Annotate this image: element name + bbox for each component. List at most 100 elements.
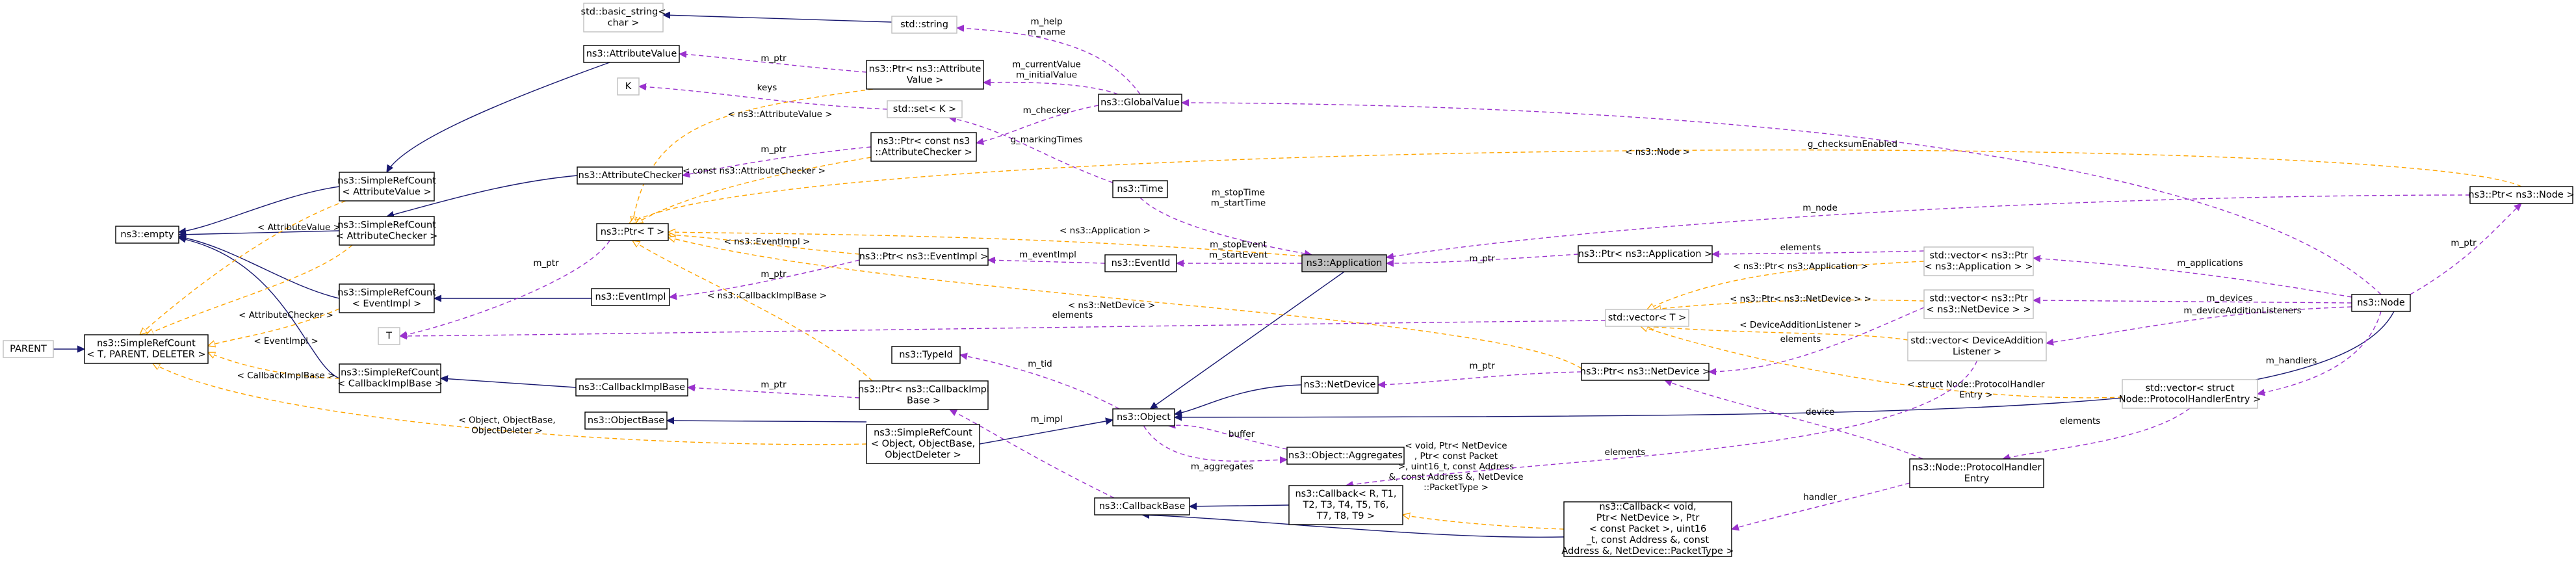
class-node-srcount-ac[interactable]: ns3::SimpleRefCount< AttributeChecker > (336, 216, 438, 246)
edge-e-vec-t-t: elements (400, 310, 1606, 336)
class-node-ptr-cib[interactable]: ns3::Ptr< ns3::CallbackImplBase > (858, 380, 989, 410)
edge-e-ac-inherit (387, 175, 578, 216)
node-label: T (385, 331, 392, 341)
class-node-eventimpl[interactable]: ns3::EventImpl (591, 288, 670, 306)
edge-e-ptr-ac-gv: m_checker (976, 105, 1099, 143)
node-box (3, 340, 54, 358)
edge-e-tmpl-void: < void, Ptr< NetDevice, Ptr< const Packe… (1389, 441, 1565, 530)
edge-line (679, 54, 867, 73)
node-label: std::vector< DeviceAddition (1910, 336, 2043, 346)
edge-label: buffer (1229, 429, 1255, 439)
node-label: Node::ProtocolHandlerEntry > (2119, 395, 2261, 405)
edge-e-ptrcib-cb: m_impl (950, 409, 1115, 499)
edge-line (2003, 408, 2191, 459)
class-node-typeid[interactable]: ns3::TypeId (891, 346, 961, 364)
class-node-obj-aggregates[interactable]: ns3::Object::Aggregates (1286, 447, 1405, 465)
edge-e-k: keys (639, 83, 888, 110)
edge-e-ptrnd-phe: device (1665, 380, 1923, 460)
edge-line (1378, 371, 1582, 385)
edge-label: m_initialValue (1016, 70, 1077, 81)
node-box (1301, 254, 1387, 272)
class-node-ptr-const-ac[interactable]: ns3::Ptr< const ns3::AttributeChecker > (870, 132, 977, 162)
edge-e-t-obj: < Object, ObjectBase,ObjectDeleter > (153, 363, 867, 445)
node-label: _t, const Address &, const (1586, 535, 1710, 545)
edge-label: &, const Address &, NetDevice (1389, 472, 1524, 482)
class-node-phe[interactable]: ns3::Node::ProtocolHandlerEntry (1909, 458, 2044, 488)
edge-label: m_impl (1030, 414, 1062, 424)
node-label: ns3::Object::Aggregates (1288, 450, 1403, 461)
class-node-eventid[interactable]: ns3::EventId (1104, 254, 1177, 272)
class-node-ptr-netdevice[interactable]: ns3::Ptr< ns3::NetDevice > (1580, 363, 1710, 381)
class-node-globalvalue[interactable]: ns3::GlobalValue (1098, 94, 1182, 112)
node-box (2122, 379, 2258, 409)
class-node-objectbase[interactable]: ns3::ObjectBase (584, 411, 668, 430)
class-node-object[interactable]: ns3::Object (1112, 408, 1175, 426)
class-node-attr-checker[interactable]: ns3::AttributeChecker (577, 166, 683, 185)
edge-label: m_ptr (761, 269, 787, 280)
edge-e-object-node (1175, 311, 2395, 417)
node-label: < EventImpl > (352, 299, 422, 309)
node-label: ObjectDeleter > (885, 450, 961, 460)
node-label: ns3::EventImpl (595, 292, 666, 302)
node-box (1301, 376, 1379, 394)
edge-line (2033, 258, 2352, 298)
node-label: std::vector< ns3::Ptr (1929, 251, 2027, 261)
edge-label: m_help (1030, 17, 1062, 27)
edge-line (146, 244, 353, 335)
edge-line (1143, 425, 1288, 461)
class-node-empty[interactable]: ns3::empty (115, 226, 179, 244)
node-box (596, 223, 669, 241)
edge-e-attrvalue-mptr: m_ptr (679, 53, 867, 73)
edge-e-t-av: < AttributeValue > (140, 200, 346, 335)
class-node-callback-void[interactable]: ns3::Callback< void,Ptr< NetDevice >, Pt… (1561, 501, 1734, 557)
edge-label: m_ptr (2451, 238, 2477, 248)
node-box (859, 380, 989, 410)
node-label: PARENT (10, 344, 47, 354)
node-box (891, 346, 961, 364)
class-node-ptr-attrvalue[interactable]: ns3::Ptr< ns3::AttributeValue > (866, 60, 984, 90)
class-node-ptr-eventimpl[interactable]: ns3::Ptr< ns3::EventImpl > (859, 248, 989, 266)
edge-line (1386, 194, 2471, 257)
class-node-attr-value[interactable]: ns3::AttributeValue (583, 45, 680, 63)
edge-e-node-ptrnode: m_node (1386, 194, 2471, 257)
node-box (1581, 363, 1710, 381)
class-node-srcount-cib[interactable]: ns3::SimpleRefCount< CallbackImplBase > (337, 363, 443, 393)
edge-line (1654, 299, 1925, 309)
edge-e-tmpl-vec-phe: < struct Node::ProtocolHandlerEntry > (1641, 326, 2123, 400)
edge-label: < ns3::Ptr< ns3::NetDevice > > (1730, 294, 1871, 304)
node-box (1578, 245, 1713, 263)
edge-label: elements (1052, 310, 1093, 320)
class-node-node[interactable]: ns3::Node (2351, 294, 2411, 312)
edge-label: < EventImpl > (254, 336, 318, 346)
edge-e-tmpl-vec-nd: < ns3::Ptr< ns3::NetDevice > > (1654, 294, 1925, 309)
edge-e-tmpl-node: < ns3::Node > (629, 147, 2522, 224)
edge-line (441, 378, 577, 388)
class-node-std-vector-t: std::vector< T > (1605, 309, 1689, 327)
class-node-srcount-tpd[interactable]: ns3::SimpleRefCount< T, PARENT, DELETER … (84, 334, 209, 364)
class-node-cib[interactable]: ns3::CallbackImplBase (575, 378, 688, 397)
class-node-ptr-application[interactable]: ns3::Ptr< ns3::Application > (1578, 245, 1713, 263)
edge-label: m_deviceAdditionListeners (2183, 306, 2301, 316)
class-node-srcount-av[interactable]: ns3::SimpleRefCount< AttributeValue > (337, 172, 436, 202)
class-node-srcount-ei[interactable]: ns3::SimpleRefCount< EventImpl > (337, 283, 436, 313)
edge-e-app-ptrapp: m_ptr (1386, 254, 1579, 264)
class-node-netdevice[interactable]: ns3::NetDevice (1301, 376, 1379, 394)
class-node-ptr-t[interactable]: ns3::Ptr< T > (596, 223, 669, 241)
class-node-basic-string: std::basic_string<char > (581, 3, 666, 33)
edge-e-tmpl-nd: < ns3::NetDevice > (668, 237, 1582, 369)
class-node-ptr-node[interactable]: ns3::Ptr< ns3::Node > (2468, 186, 2575, 204)
edge-label: < ns3::EventImpl > (724, 237, 811, 247)
class-node-application[interactable]: ns3::Application (1301, 254, 1387, 272)
edge-label: < AttributeValue > (257, 222, 341, 233)
class-node-callback-generic[interactable]: ns3::Callback< R, T1,T2, T3, T4, T5, T6,… (1288, 485, 1403, 525)
edge-e-object-app (1151, 271, 1345, 409)
node-box (1907, 332, 2047, 361)
edge-e-srcount-obj (667, 421, 867, 422)
class-node-callbackbase[interactable]: ns3::CallbackBase (1094, 497, 1190, 515)
edge-e-phe-vec: elements (2003, 408, 2191, 459)
edge-line (179, 230, 340, 235)
class-node-time[interactable]: ns3::Time (1112, 180, 1168, 198)
node-box (583, 45, 680, 63)
class-node-srcount-obj[interactable]: ns3::SimpleRefCount< Object, ObjectBase,… (866, 424, 980, 464)
edge-line (1175, 384, 1302, 414)
